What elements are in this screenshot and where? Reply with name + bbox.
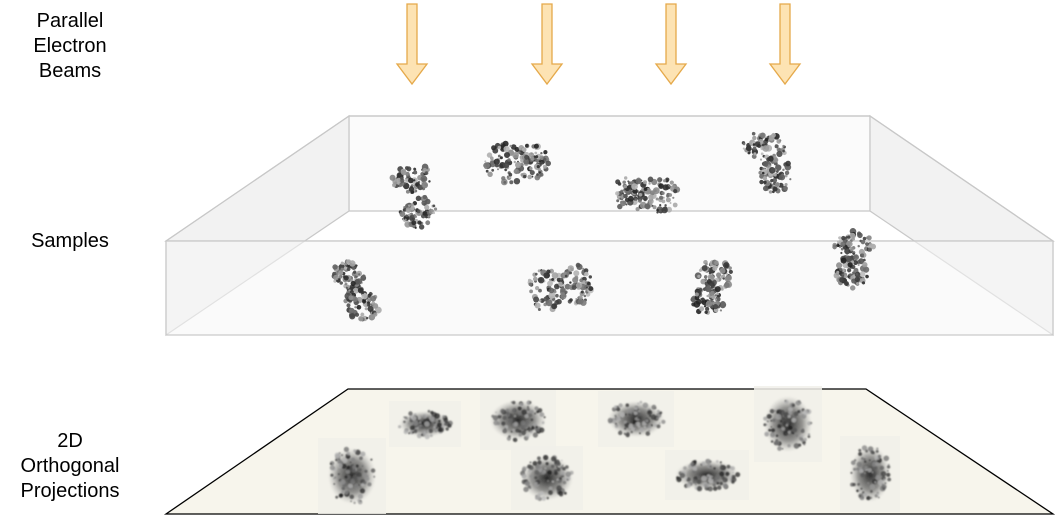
protein-particle — [741, 131, 792, 194]
beams-label: Parallel Electron Beams — [33, 10, 107, 82]
protein-particle — [527, 262, 594, 313]
projection-plane — [163, 388, 1056, 515]
projection-images — [318, 386, 900, 514]
projection-image — [665, 450, 749, 500]
protein-particle — [389, 163, 438, 230]
projection-image — [754, 386, 822, 462]
projection-image — [511, 446, 583, 510]
projection-image — [480, 390, 556, 450]
projection-image — [840, 436, 900, 512]
electron-beams — [395, 3, 802, 86]
particles-back — [389, 131, 792, 230]
sample-box — [164, 114, 1055, 337]
beam-arrow — [530, 3, 564, 86]
protein-particle — [331, 259, 382, 322]
particles-front — [331, 228, 877, 322]
protein-particle — [483, 140, 551, 186]
beam-arrow — [768, 3, 802, 86]
box-back-face — [348, 115, 871, 212]
beam-arrow — [654, 3, 688, 86]
projection-image — [318, 438, 386, 514]
protein-particle — [690, 259, 733, 315]
projections-label: 2D Orthogonal Projections — [20, 430, 120, 502]
protein-particle — [615, 176, 681, 214]
samples-label: Samples — [31, 230, 109, 252]
box-front-face — [165, 240, 1054, 336]
protein-particle — [832, 228, 877, 291]
projection-image — [598, 391, 674, 447]
projection-image — [389, 401, 461, 447]
beam-arrow — [395, 3, 429, 86]
